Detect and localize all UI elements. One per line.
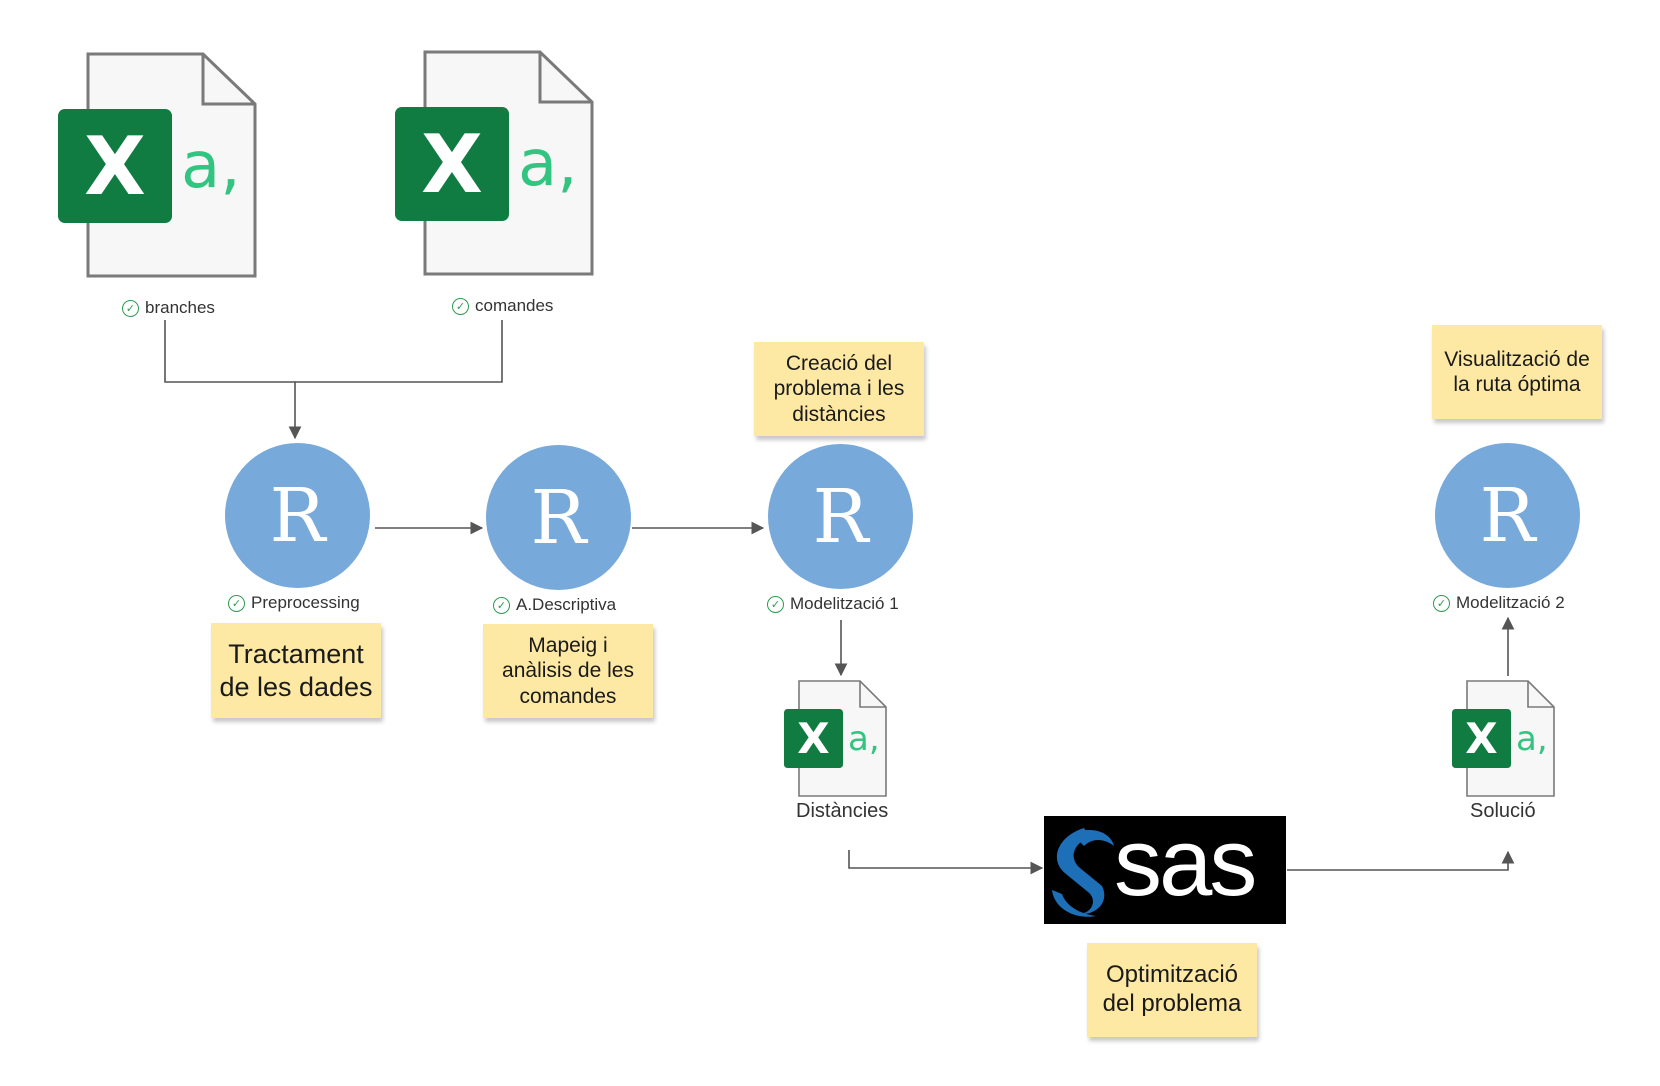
excel-a-icon: a, [848,719,880,759]
modelitzacio1-r-node[interactable]: R [768,444,913,589]
check-icon: ✓ [767,595,784,613]
note-creacio: Creació del problema i les distàncies [754,342,924,436]
modelitzacio1-label: ✓ Modelització 1 [767,594,899,614]
sas-swirl-icon [1052,828,1114,917]
solucio-label: Solució [1470,800,1536,822]
excel-x-icon: X [58,109,172,223]
excel-a-icon: a, [181,129,241,203]
excel-a-icon: a, [518,127,578,201]
sas-logo[interactable]: sas [1044,816,1286,924]
branches-label: ✓ branches [122,298,215,318]
connector-sas-solucio [1287,850,1515,871]
r-logo-icon: R [530,474,587,561]
distancies-label: Distàncies [796,800,889,822]
connector-distancies-sas [848,850,1044,875]
connector-branches-preprocessing [164,320,302,440]
check-icon: ✓ [1433,594,1450,612]
note-tractament: Tractament de les dades [211,623,381,718]
excel-a-icon: a, [1516,719,1548,759]
note-visualitzacio: Visualització de la ruta óptima [1432,325,1602,419]
check-icon: ✓ [452,297,469,315]
modelitzacio2-r-node[interactable]: R [1435,443,1580,588]
connector-comandes-join [295,320,503,383]
check-icon: ✓ [122,299,139,317]
distancies-file[interactable]: X a, [784,680,888,798]
r-logo-icon: R [1479,472,1536,559]
check-icon: ✓ [228,594,245,612]
solucio-file[interactable]: X a, [1452,680,1556,798]
check-icon: ✓ [493,596,510,614]
descriptiva-label: ✓ A.Descriptiva [493,595,616,615]
descriptiva-r-node[interactable]: R [486,445,631,590]
excel-x-icon: X [784,709,843,768]
comandes-file[interactable]: X a, [395,50,595,278]
note-optimitzacio: Optimització del problema [1087,943,1257,1037]
modelitzacio2-label: ✓ Modelització 2 [1433,593,1565,613]
preprocessing-label: ✓ Preprocessing [228,593,360,613]
r-logo-icon: R [269,472,326,559]
note-mapeig: Mapeig i anàlisis de les comandes [483,624,653,718]
comandes-label: ✓ comandes [452,296,553,316]
preprocessing-r-node[interactable]: R [225,443,370,588]
sas-wordmark: sas [1114,816,1257,916]
branches-file[interactable]: X a, [58,52,258,280]
excel-x-icon: X [395,107,509,221]
r-logo-icon: R [812,473,869,560]
excel-x-icon: X [1452,709,1511,768]
